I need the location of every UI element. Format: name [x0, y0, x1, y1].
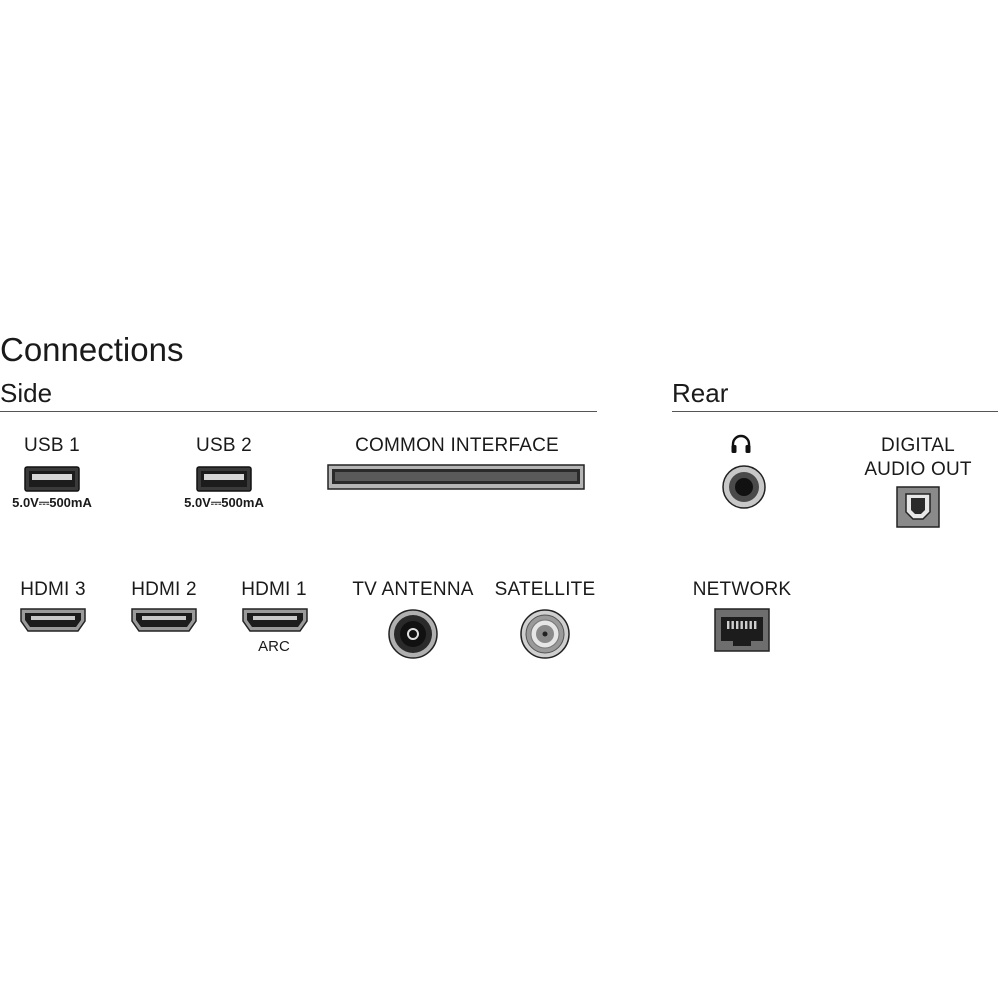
hdmi1-arc-note: ARC	[258, 638, 290, 655]
usb1-label: USB 1	[24, 435, 80, 456]
tv-antenna-label: TV ANTENNA	[352, 579, 474, 600]
usb-port-icon	[196, 466, 252, 492]
usb2-rating: 5.0V⎓500mA	[184, 495, 264, 510]
digital-audio-out-label-line1: DIGITAL	[881, 435, 955, 456]
side-divider	[0, 411, 597, 412]
rear-divider	[672, 411, 998, 412]
headphone-icon	[730, 433, 752, 455]
usb2-label: USB 2	[196, 435, 252, 456]
common-interface-label: COMMON INTERFACE	[355, 435, 559, 456]
usb1-rating: 5.0V⎓500mA	[12, 495, 92, 510]
coax-antenna-port-icon	[387, 608, 439, 660]
common-interface-slot-icon	[327, 464, 585, 490]
hdmi1-label: HDMI 1	[241, 579, 307, 600]
ethernet-port-icon	[714, 608, 770, 652]
headphone-jack-icon	[721, 464, 767, 510]
satellite-label: SATELLITE	[494, 579, 596, 600]
usb-port-icon	[24, 466, 80, 492]
hdmi-port-icon	[20, 608, 86, 632]
optical-port-icon	[896, 486, 940, 528]
page-title: Connections	[0, 331, 184, 368]
hdmi-port-icon	[242, 608, 308, 632]
hdmi2-label: HDMI 2	[131, 579, 197, 600]
digital-audio-out-label-line2: AUDIO OUT	[864, 459, 972, 480]
section-rear-heading: Rear	[672, 378, 729, 408]
hdmi-port-icon	[131, 608, 197, 632]
network-label: NETWORK	[692, 579, 792, 600]
satellite-f-connector-icon	[519, 608, 571, 660]
section-side-heading: Side	[0, 378, 53, 408]
hdmi3-label: HDMI 3	[20, 579, 86, 600]
